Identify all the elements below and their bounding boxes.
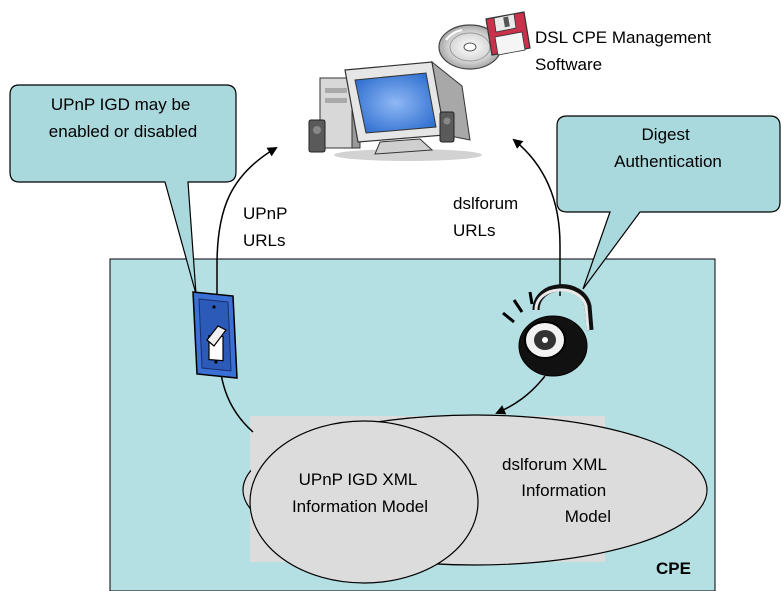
svg-text:Digest Authentication: Digest Authentication: [614, 125, 722, 171]
svg-text:UPnP IGD XML Information M: UPnP IGD XML Information Model: [292, 470, 428, 516]
svg-text:UPnP IGD may be enabled or: UPnP IGD may be enabled or disabled: [49, 95, 197, 141]
dslforum-urls-line2: URLs: [453, 221, 496, 240]
upnp-model-line1: UPnP IGD XML: [299, 470, 417, 489]
upnp-model-ellipse: [249, 420, 479, 584]
upnp-model-line2: Information Model: [292, 497, 428, 516]
floppy-disk-icon: [485, 11, 531, 56]
software-label-line2: Software: [535, 55, 602, 74]
upnp-urls-arrow: [216, 146, 278, 433]
upnp-urls-line2: URLs: [243, 231, 286, 250]
right-callout-line1: Digest: [642, 125, 690, 144]
right-callout-line2: Authentication: [614, 152, 722, 171]
cd-disc-icon: [438, 24, 502, 70]
left-callout-line1: UPnP IGD may be: [51, 95, 191, 114]
left-callout: [9, 84, 237, 295]
software-label-line1: DSL CPE Management: [535, 28, 711, 47]
dslforum-urls-line1: dslforum: [453, 194, 518, 213]
svg-text:DSL CPE Management Softwar: DSL CPE Management Software: [535, 28, 716, 74]
upnp-urls-line1: UPnP: [243, 204, 287, 223]
dslforum-urls-arrow: [512, 138, 561, 296]
left-callout-line2: enabled or disabled: [49, 122, 197, 141]
light-switch-icon: [192, 291, 238, 379]
right-callout: [556, 115, 781, 290]
combination-padlock-icon: [502, 284, 594, 377]
svg-text:dslforum URLs: dslforum URLs: [453, 194, 523, 240]
dslforum-model-line3: Model: [565, 507, 611, 526]
dslforum-model-line2: Information: [521, 481, 606, 500]
desktop-computer-icon: [308, 60, 482, 161]
cpe-label: CPE: [656, 559, 691, 578]
svg-text:dslforum XML Information: dslforum XML Information Model: [502, 455, 611, 526]
svg-text:UPnP URLs: UPnP URLs: [243, 204, 292, 250]
dslforum-model-arrow: [495, 375, 546, 415]
dslforum-model-line1: dslforum XML: [502, 455, 606, 474]
